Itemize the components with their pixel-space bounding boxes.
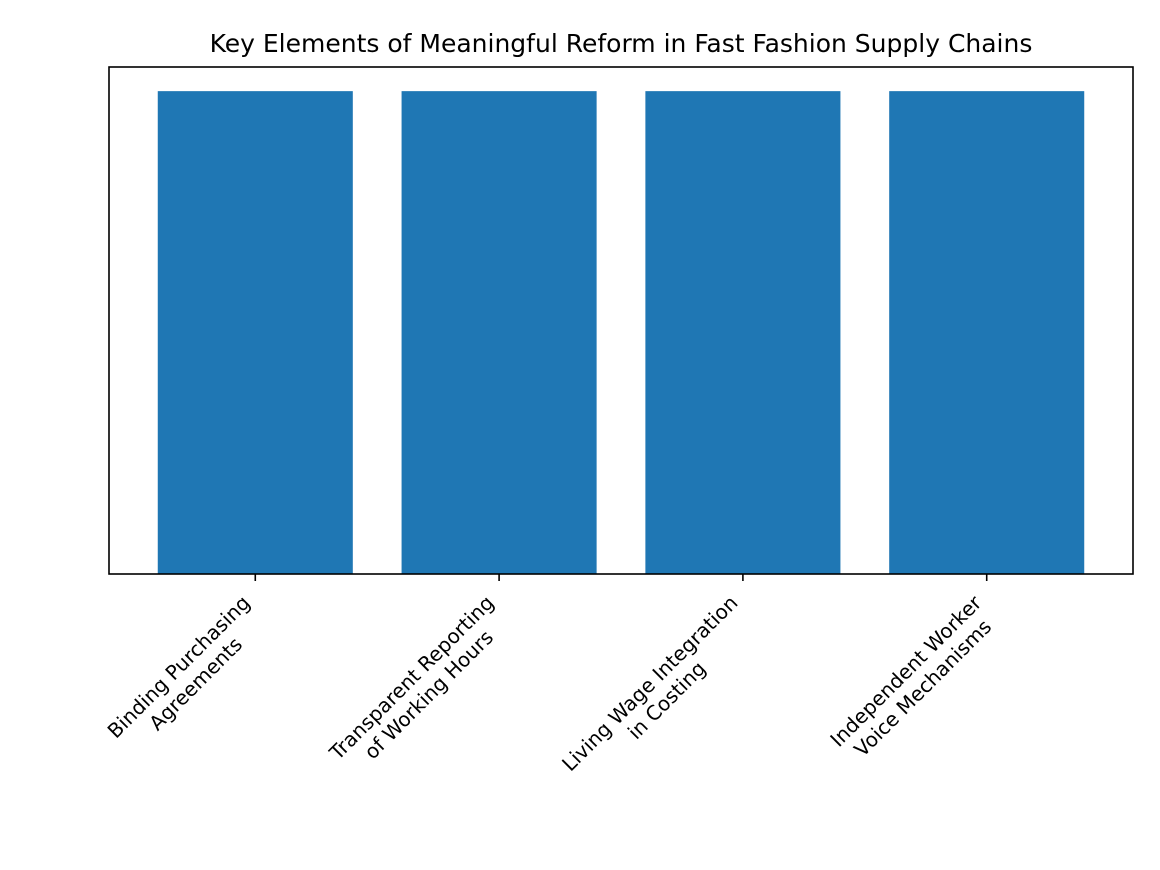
bar <box>401 91 597 575</box>
plot-frame <box>108 66 1134 575</box>
chart-title: Key Elements of Meaningful Reform in Fas… <box>210 29 1033 58</box>
bar <box>157 91 353 575</box>
x-tick-label-line: Independent Worker <box>825 590 986 751</box>
bar <box>645 91 841 575</box>
bar <box>889 91 1085 575</box>
x-tick-label-line: Binding Purchasing <box>103 591 255 743</box>
x-tick-label-line: Living Wage Integration <box>557 591 742 776</box>
x-tick-label-line: Transparent Reporting <box>324 591 499 766</box>
